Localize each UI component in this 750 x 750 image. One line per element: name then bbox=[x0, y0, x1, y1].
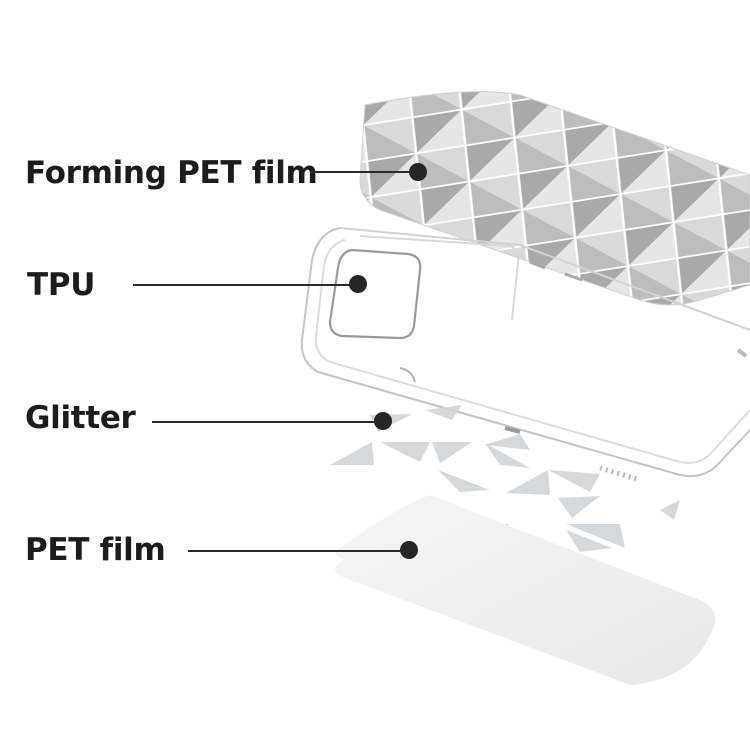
leader-line-glitter bbox=[152, 421, 383, 423]
callout-dot-tpu bbox=[349, 275, 367, 293]
label-forming-pet-film: Forming PET film bbox=[25, 155, 318, 191]
leader-line-forming-pet-film bbox=[310, 171, 418, 173]
tpu-case-layer bbox=[300, 227, 750, 483]
callout-dot-glitter bbox=[374, 412, 392, 430]
label-glitter: Glitter bbox=[25, 400, 136, 436]
leader-line-pet-film bbox=[188, 550, 409, 552]
callout-dot-pet-film bbox=[400, 541, 418, 559]
label-tpu: TPU bbox=[27, 267, 96, 303]
callout-dot-forming-pet-film bbox=[409, 163, 427, 181]
pet-film-layer bbox=[335, 495, 716, 685]
forming-pet-film-layer bbox=[359, 91, 750, 306]
label-pet-film: PET film bbox=[25, 532, 166, 568]
leader-line-tpu bbox=[133, 284, 358, 286]
